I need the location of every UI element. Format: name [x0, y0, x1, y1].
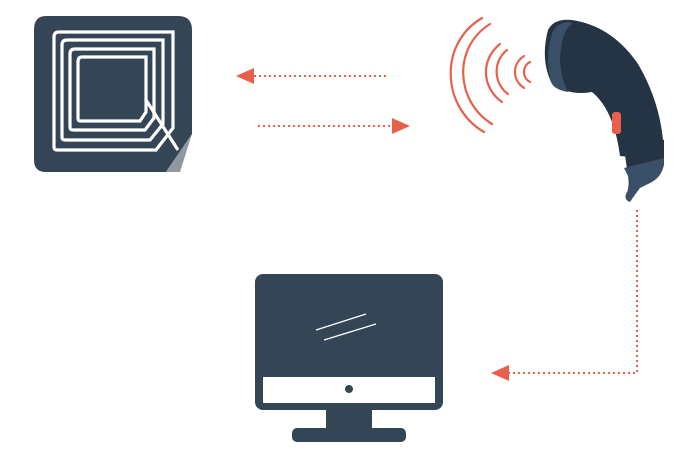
rfid-tag-icon [34, 16, 192, 172]
wave-medium [484, 42, 504, 104]
wave-small-inner [522, 60, 532, 84]
reader-grip-light [624, 158, 664, 202]
wave-large-inner [462, 22, 494, 126]
signal-waves-icon [449, 16, 532, 134]
tag-coil-3 [68, 47, 156, 132]
tag-chip [85, 64, 139, 116]
tag-coil-2 [60, 38, 165, 142]
monitor-base [292, 428, 406, 442]
wave-medium-inner [495, 48, 510, 96]
monitor-power-led [345, 385, 353, 393]
reader-head-highlight [548, 22, 572, 92]
arrow-tag-to-reader [258, 118, 410, 134]
tag-coil-4 [76, 55, 148, 123]
tag-coil-lead [144, 99, 180, 151]
monitor-neck [326, 410, 372, 430]
screen-glare-2 [323, 323, 377, 341]
monitor-screen [263, 282, 435, 372]
tag-coil-1 [52, 30, 175, 152]
tag-corner-shade [166, 134, 192, 172]
reader-trigger-button [612, 112, 621, 134]
reader-head [544, 19, 664, 160]
arrow-reader-to-tag [236, 68, 386, 84]
rfid-reader-icon [544, 19, 664, 202]
wave-small [513, 54, 526, 90]
wave-large [449, 16, 486, 134]
arrow-reader-to-computer [491, 210, 638, 381]
monitor-icon [255, 274, 443, 442]
screen-glare-1 [315, 313, 367, 331]
